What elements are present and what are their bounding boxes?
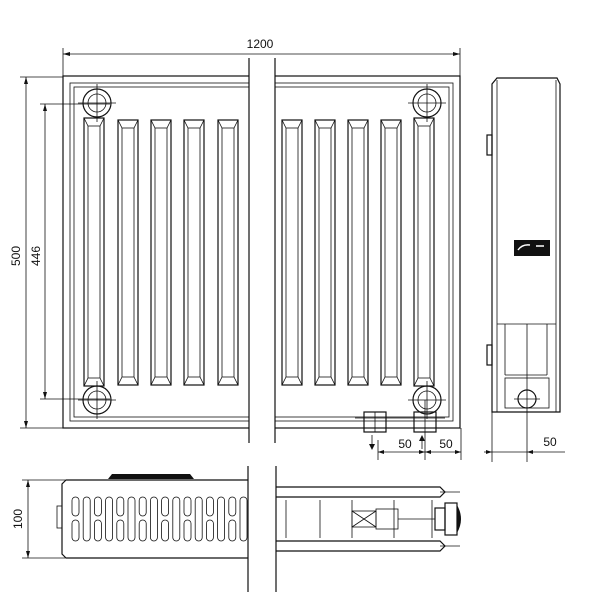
slot [94,496,102,517]
slot [71,496,80,517]
front-view [62,58,461,460]
slot [116,496,125,517]
bracket [486,134,493,156]
channel-inner [221,127,235,378]
valve-offset-label-1: 50 [398,437,412,451]
side-offset-label: 50 [543,435,557,449]
axis-distance-label: 446 [29,246,43,266]
channel-inner [121,127,135,378]
width-label: 1200 [247,37,274,51]
channel-inner [318,127,332,378]
dimension-valves: 50 50 [378,428,462,460]
slot [205,496,214,517]
side-view: 50 [484,77,565,462]
slot [105,496,113,542]
height-label: 500 [9,246,23,266]
plan-view: 100 [11,466,461,592]
slot [82,496,91,542]
channel [281,119,303,386]
arrow-down-icon-head [369,444,375,450]
convector-slots [71,496,248,542]
slot [205,519,214,542]
channel [183,119,205,386]
channel [314,119,336,386]
channel-inner [87,125,101,379]
slot [183,496,192,517]
top-grille [108,474,194,479]
slot [138,496,147,517]
slot [194,496,203,542]
channel-inner [417,125,431,379]
break-gap [249,58,275,443]
slot [161,496,170,517]
channel-inner [351,127,365,378]
channel [150,119,172,386]
bracket [486,344,493,366]
slot [94,519,102,542]
channel [380,119,402,386]
channel [347,119,369,386]
channel [117,119,139,386]
channel-inner [154,127,168,378]
bottom-valves [355,400,445,460]
slot [138,519,147,542]
slot [239,496,248,542]
slot [161,519,170,542]
channel [83,117,105,387]
slot [127,496,136,542]
dimension-axis: 446 [29,103,110,400]
depth-label: 100 [11,509,25,529]
dimension-width: 1200 [62,37,461,76]
slot [172,496,181,542]
valve-cap [457,505,461,533]
slot [116,519,125,542]
dimension-height: 500 [9,76,63,429]
arrow-up-icon-head [419,435,425,441]
channel-inner [384,127,398,378]
logo-badge [514,240,550,256]
slot [149,496,158,542]
channel-inner [187,127,201,378]
valve-offset-label-2: 50 [439,437,453,451]
channel-inner [285,127,299,378]
channel [217,119,239,386]
slot [71,519,80,542]
slot [228,496,237,517]
slot [228,519,237,542]
channel [413,117,435,387]
slot [183,519,192,542]
slot [217,496,226,542]
connection-circles [78,84,446,419]
